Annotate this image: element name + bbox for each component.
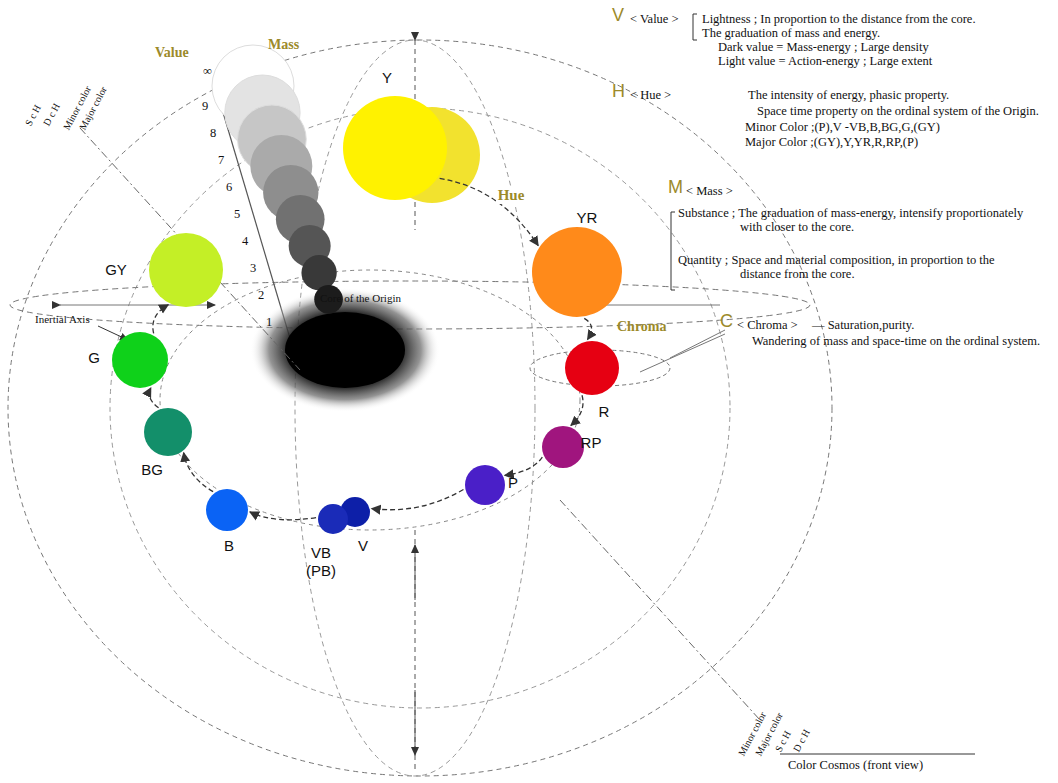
hue-arrow bbox=[184, 453, 213, 492]
text-label: < Chroma > bbox=[737, 318, 798, 332]
text-label: < Hue > bbox=[630, 88, 671, 102]
hue-circle: P bbox=[465, 465, 505, 505]
hue-label: GY bbox=[105, 262, 127, 279]
text-label: 6 bbox=[226, 180, 232, 194]
text-label: < Value > bbox=[630, 12, 679, 26]
caption: Color Cosmos (front view) bbox=[788, 758, 923, 773]
hue-circle: G bbox=[112, 332, 168, 388]
value-circle bbox=[301, 255, 336, 290]
text-label: 8 bbox=[210, 126, 216, 140]
text-label: 1 bbox=[266, 315, 272, 329]
text-label: C bbox=[720, 314, 733, 328]
text-label: S c H bbox=[22, 102, 45, 128]
hue-arrow bbox=[584, 318, 591, 339]
hue-arrow bbox=[149, 388, 158, 408]
text-label: Light value = Action-energy ; Large exte… bbox=[718, 54, 932, 68]
hue-label: G bbox=[88, 350, 100, 367]
text-label: Value bbox=[155, 46, 189, 60]
hue-circle: B bbox=[206, 489, 248, 531]
text-label: 7 bbox=[218, 153, 224, 167]
hue-arrow bbox=[571, 395, 583, 425]
hue-label: (PB) bbox=[306, 563, 336, 580]
text-label: 3 bbox=[250, 261, 256, 275]
hue-arrow bbox=[250, 512, 316, 520]
hue-label: RP bbox=[581, 435, 602, 452]
hue-circle: RP bbox=[542, 426, 584, 468]
text-label: H bbox=[612, 84, 625, 98]
text-label: Chroma bbox=[617, 320, 667, 334]
text-label: Dark value = Mass-energy ; Large density bbox=[718, 40, 929, 54]
text-label: V bbox=[612, 8, 624, 22]
text-label: 4 bbox=[242, 234, 248, 248]
hue-label: P bbox=[508, 475, 518, 492]
hue-circle: Y bbox=[343, 96, 447, 200]
hue-label: V bbox=[358, 538, 368, 555]
text-label: M bbox=[668, 180, 683, 194]
text-label: 9 bbox=[202, 99, 208, 113]
text-label: Substance ; The graduation of mass-energ… bbox=[678, 206, 1030, 234]
hue-label: VB bbox=[311, 545, 331, 562]
text-label: Major Color ;(GY),Y,YR,R,RP,(P) bbox=[745, 135, 918, 149]
hue-label: Y bbox=[382, 70, 392, 87]
text-label: ∞ bbox=[203, 64, 212, 78]
text-label: 5 bbox=[234, 207, 240, 221]
hue-arrow bbox=[153, 305, 168, 334]
value-circle bbox=[327, 315, 349, 337]
text-label: Space time property on the ordinal syste… bbox=[757, 104, 1039, 118]
text-label: < Mass > bbox=[686, 184, 733, 198]
text-label: 2 bbox=[258, 288, 264, 302]
hue-label: BG bbox=[141, 462, 163, 479]
text-label: Core of the Origin bbox=[320, 291, 401, 305]
hue-label: B bbox=[224, 538, 234, 555]
hue-arrow bbox=[505, 457, 543, 475]
hue-circle: R bbox=[565, 341, 619, 395]
hue-circle: BG bbox=[144, 408, 192, 456]
text-label: Inertial Axis bbox=[35, 312, 90, 326]
hue-label: R bbox=[599, 404, 610, 421]
hue-circle: YR bbox=[532, 227, 622, 317]
text-label: The graduation of mass and energy. bbox=[702, 26, 880, 40]
hue-arrow bbox=[440, 178, 539, 245]
text-label: Quantity ; Space and material compositio… bbox=[678, 253, 1030, 281]
text-label: Minor Color ;(P),V -VB,B,BG,G,(GY) bbox=[745, 120, 940, 134]
text-label: D c H bbox=[40, 101, 64, 129]
hue-label: YR bbox=[577, 210, 598, 227]
text-label: The intensity of energy, phasic property… bbox=[748, 88, 949, 102]
text-label: Lightness ; In proportion to the distanc… bbox=[702, 12, 976, 26]
text-label: Wandering of mass and space-time on the … bbox=[752, 334, 1044, 348]
text-label: — Saturation,purity. bbox=[812, 318, 914, 332]
text-label: D c H bbox=[790, 727, 814, 755]
hue-circle: VB(PB) bbox=[318, 504, 348, 534]
hue-circle: GY bbox=[149, 233, 223, 307]
hue-arrow bbox=[372, 489, 464, 509]
text-label: Mass bbox=[268, 38, 299, 52]
edge-label: Hue bbox=[496, 187, 527, 204]
